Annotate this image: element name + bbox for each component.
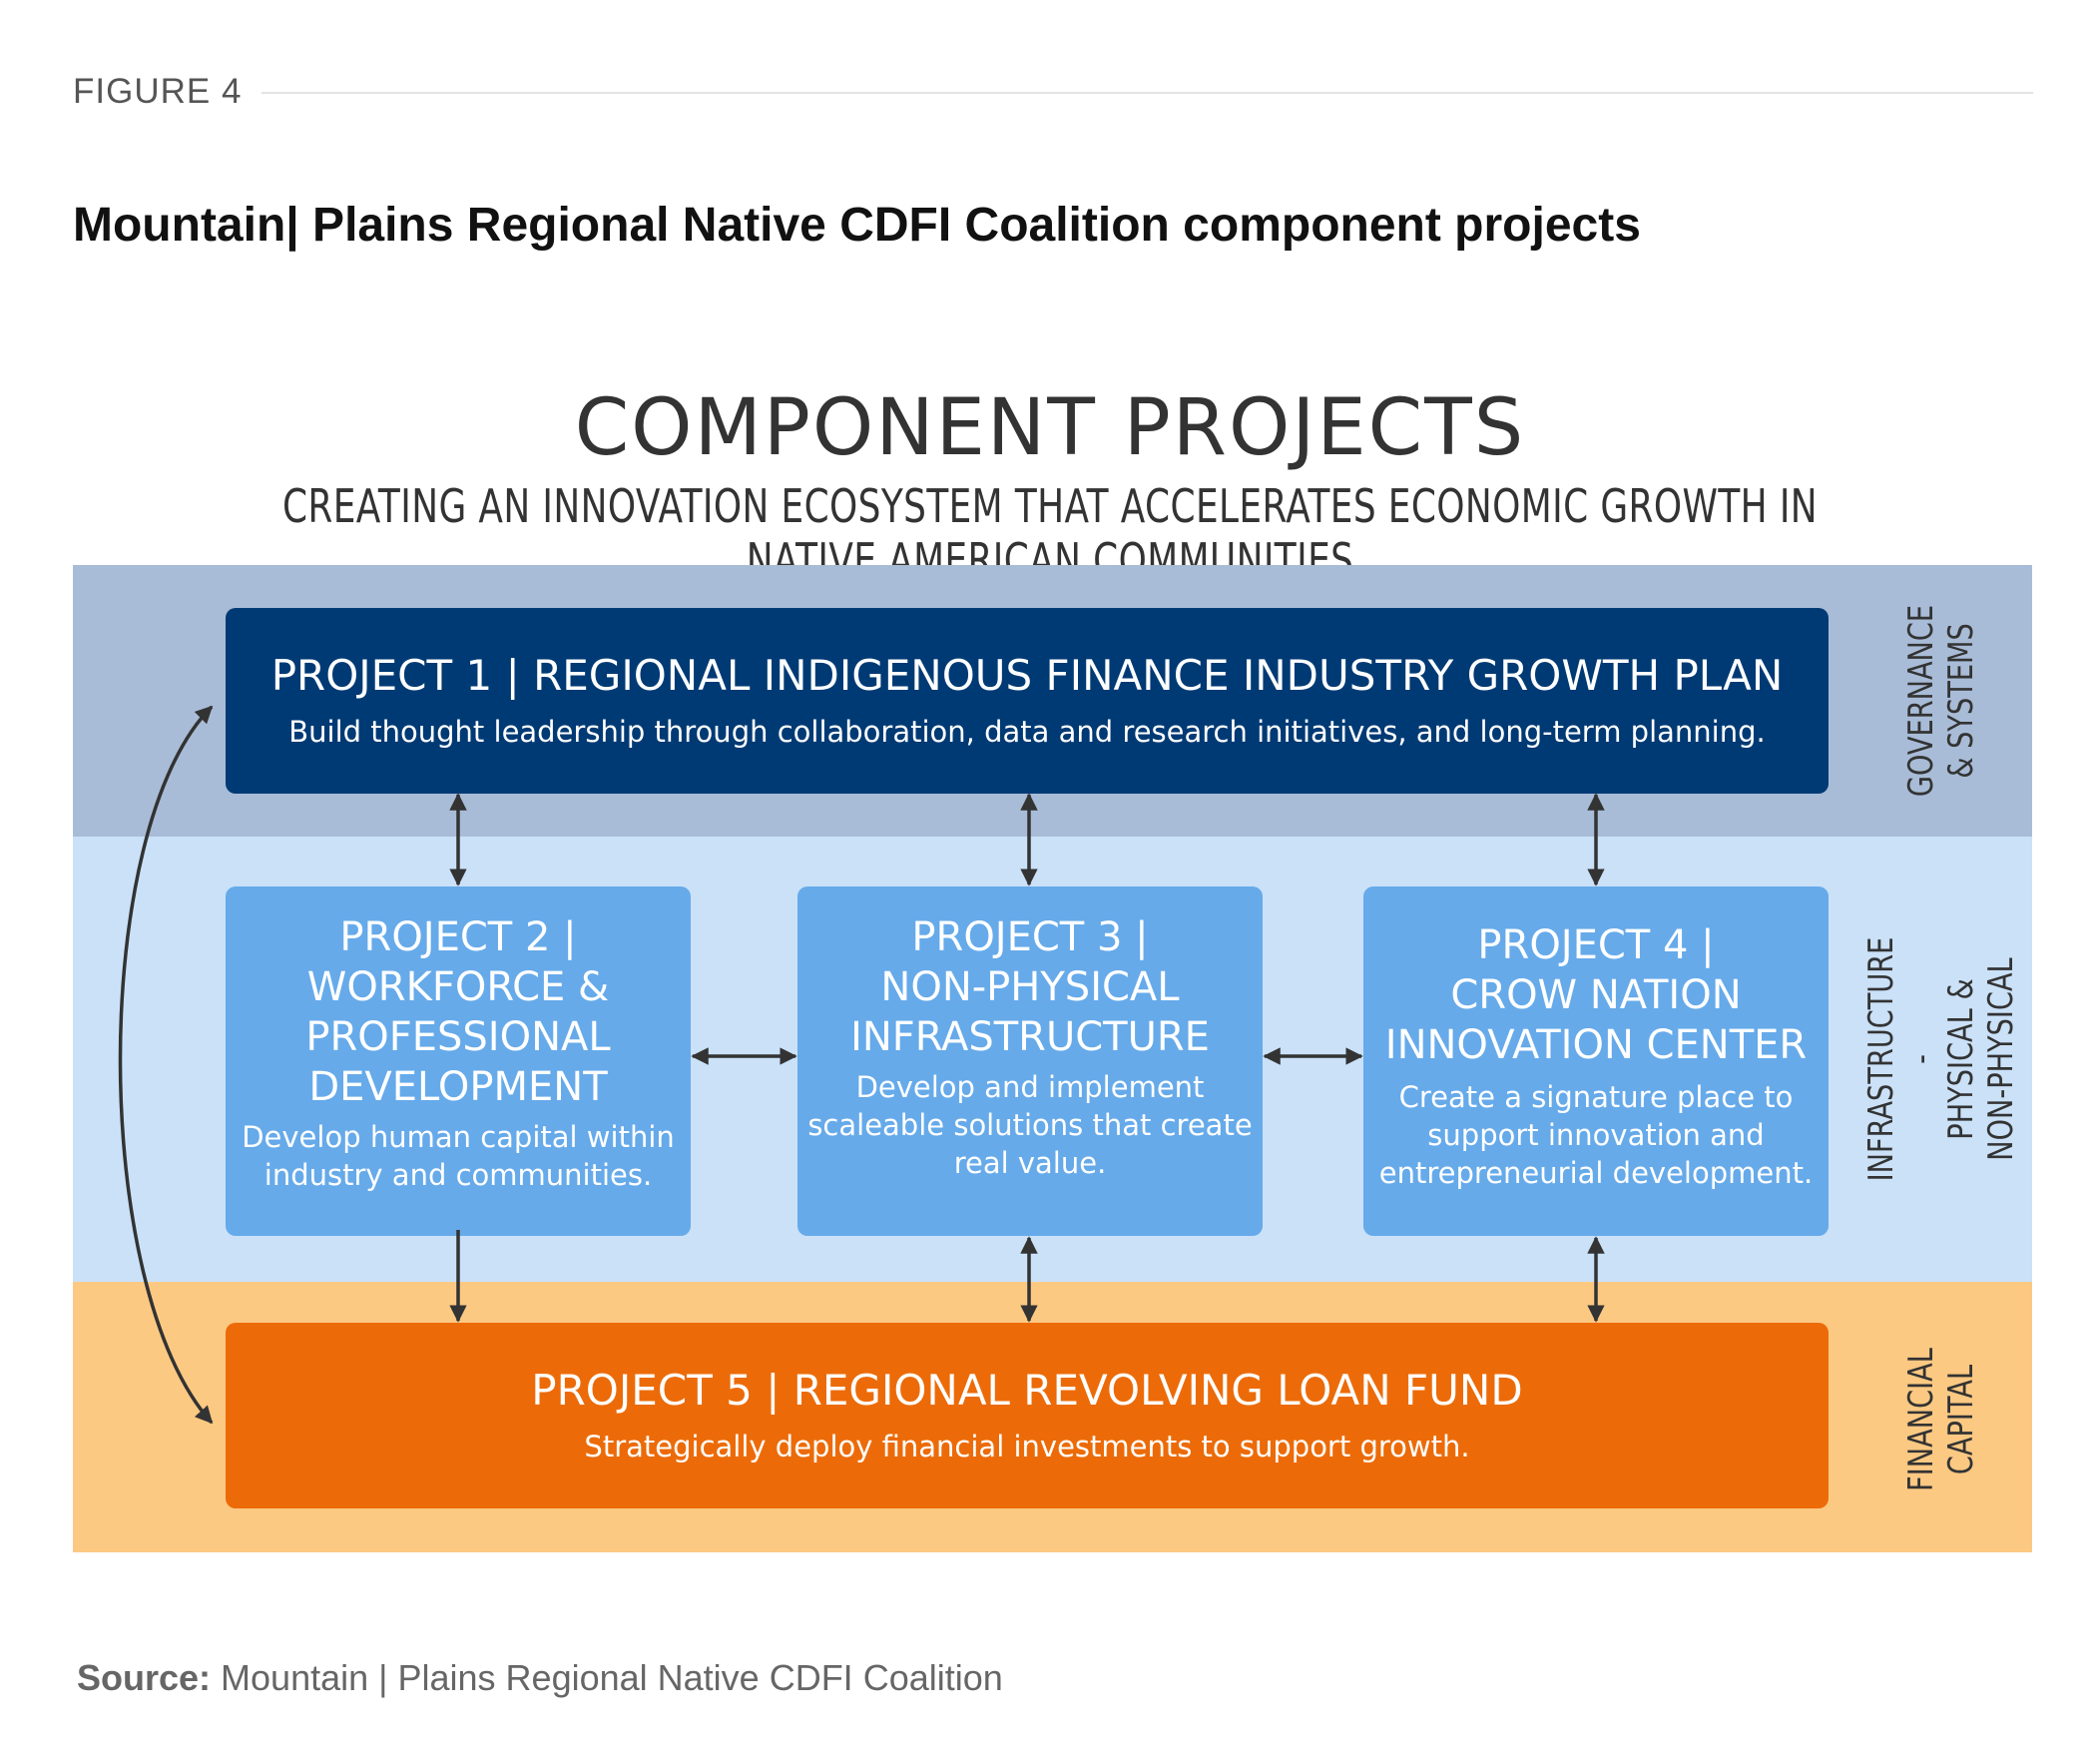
project-4-description: Create a signature place to support inno… bbox=[1378, 1080, 1814, 1190]
source-text: Mountain | Plains Regional Native CDFI C… bbox=[211, 1657, 1003, 1698]
project-3-title: PROJECT 3 | NON-PHYSICAL INFRASTRUCTURE bbox=[850, 914, 1210, 1060]
diagram-title: COMPONENT PROJECTS bbox=[574, 383, 1526, 473]
project-5-box: PROJECT 5 | REGIONAL REVOLVING LOAN FUND… bbox=[226, 1323, 1829, 1508]
project-2-box: PROJECT 2 | WORKFORCE & PROFESSIONAL DEV… bbox=[226, 886, 691, 1236]
project-1-description: Build thought leadership through collabo… bbox=[288, 715, 1766, 749]
project-3-description: Develop and implement scaleable solution… bbox=[807, 1070, 1253, 1180]
figure-divider bbox=[262, 92, 2033, 94]
source-note: Source: Mountain | Plains Regional Nativ… bbox=[77, 1657, 1003, 1699]
page-title: Mountain| Plains Regional Native CDFI Co… bbox=[73, 199, 1641, 252]
diagram-subtitle: CREATING AN INNOVATION ECOSYSTEM THAT AC… bbox=[281, 479, 1819, 587]
project-5-description: Strategically deploy financial investmen… bbox=[584, 1430, 1470, 1464]
arrow-p1-p5-curve bbox=[118, 705, 214, 1425]
project-1-box: PROJECT 1 | REGIONAL INDIGENOUS FINANCE … bbox=[226, 608, 1829, 794]
project-3-box: PROJECT 3 | NON-PHYSICAL INFRASTRUCTURE … bbox=[797, 886, 1263, 1236]
project-4-box: PROJECT 4 | CROW NATION INNOVATION CENTE… bbox=[1363, 886, 1829, 1236]
project-2-description: Develop human capital within industry an… bbox=[242, 1120, 675, 1192]
source-label: Source: bbox=[77, 1657, 212, 1698]
project-5-title: PROJECT 5 | REGIONAL REVOLVING LOAN FUND bbox=[531, 1366, 1523, 1415]
project-4-title: PROJECT 4 | CROW NATION INNOVATION CENTE… bbox=[1384, 922, 1808, 1068]
figure-label: FIGURE 4 bbox=[73, 72, 243, 111]
project-2-title: PROJECT 2 | WORKFORCE & PROFESSIONAL DEV… bbox=[305, 914, 611, 1110]
project-1-title: PROJECT 1 | REGIONAL INDIGENOUS FINANCE … bbox=[270, 651, 1784, 700]
